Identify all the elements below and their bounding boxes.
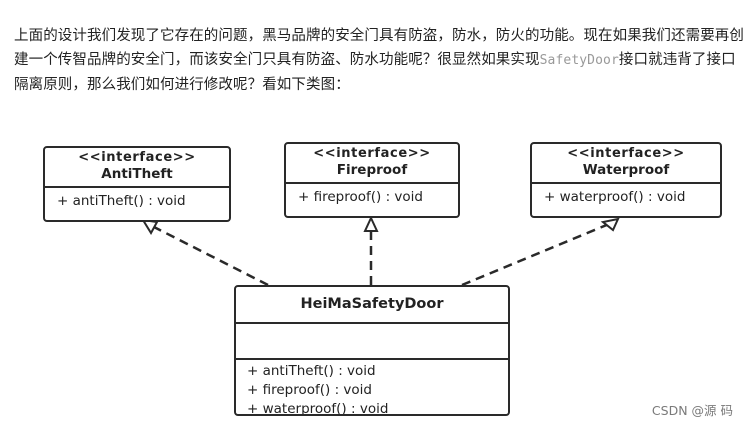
stereotype-label: <<interface>> (567, 146, 685, 161)
interface-header: <<interface>> Waterproof (532, 144, 720, 184)
class-name: HeiMaSafetyDoor (300, 296, 444, 312)
stereotype-label: <<interface>> (78, 150, 196, 165)
arrow-to-antitheft (151, 224, 269, 287)
operation: + waterproof() : void (247, 401, 389, 416)
csdn-watermark: CSDN @源 码 (651, 403, 733, 418)
operation: + waterproof() : void (544, 189, 686, 205)
arrow-to-waterproof (461, 222, 610, 287)
class-heimasafetydoor: HeiMaSafetyDoor + antiTheft() : void + f… (234, 285, 510, 416)
operations-compartment: + antiTheft() : void + fireproof() : voi… (236, 360, 508, 416)
arrowhead-waterproof (600, 217, 620, 232)
inline-code-safetydoor: SafetyDoor (539, 53, 619, 68)
paragraph-text-2: 接口就违背了接口隔离原则，那么我们如何进行修改呢？看如下类图： (14, 52, 736, 93)
interface-antitheft: <<interface>> AntiTheft + antiTheft() : … (43, 146, 231, 222)
interface-header: <<interface>> Fireproof (286, 144, 458, 184)
paragraph-text-1: 上面的设计我们发现了它存在的问题，黑马品牌的安全门具有防盗，防水，防火的功能。现… (14, 28, 744, 68)
description-paragraph: 上面的设计我们发现了它存在的问题，黑马品牌的安全门具有防盗，防水，防火的功能。现… (14, 24, 748, 97)
interface-waterproof: <<interface>> Waterproof + waterproof() … (530, 142, 722, 218)
interface-header: <<interface>> AntiTheft (45, 148, 229, 188)
class-header: HeiMaSafetyDoor (236, 287, 508, 324)
arrowhead-fireproof (363, 215, 379, 232)
stereotype-label: <<interface>> (313, 146, 431, 161)
operation: + antiTheft() : void (57, 193, 186, 209)
interface-name: Fireproof (336, 162, 408, 178)
operation: + fireproof() : void (298, 189, 423, 205)
attributes-compartment (236, 324, 508, 360)
operation: + fireproof() : void (247, 382, 372, 398)
interface-name: AntiTheft (101, 166, 173, 182)
interface-fireproof: <<interface>> Fireproof + fireproof() : … (284, 142, 460, 218)
interface-name: Waterproof (582, 162, 670, 178)
operation: + antiTheft() : void (247, 363, 376, 379)
